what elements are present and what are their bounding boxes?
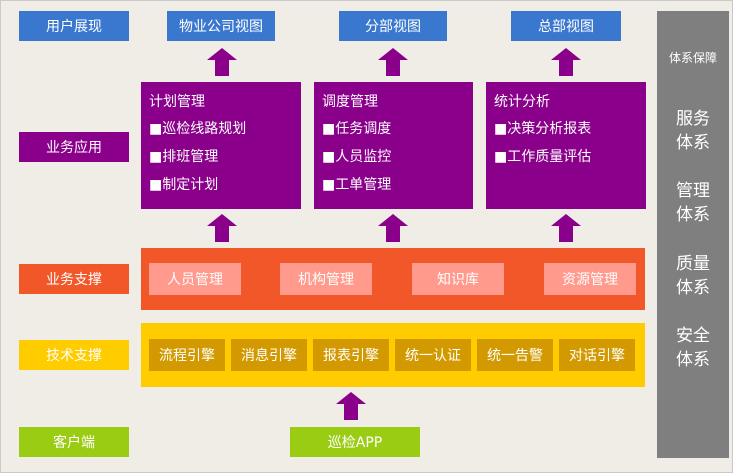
tech-item-dialogue-engine: 对话引擎 <box>559 339 635 371</box>
module-title: 计划管理 <box>149 94 205 110</box>
view-box-branch: 分部视图 <box>339 11 447 41</box>
module-panel-planning: 计划管理 ■巡检线路规划 ■排班管理 ■制定计划 <box>141 82 301 209</box>
guarantee-item-management: 管理 体系 <box>676 181 710 225</box>
module-item: ■排班管理 <box>149 149 219 165</box>
module-panel-statistics: 统计分析 ■决策分析报表 ■工作质量评估 <box>486 82 646 209</box>
layer-label-app: 业务应用 <box>19 132 129 162</box>
guarantee-title: 体系保障 <box>668 51 717 65</box>
module-item: ■人员监控 <box>322 149 392 165</box>
layer-label-tech: 技术支撑 <box>19 340 129 370</box>
support-item-resources: 资源管理 <box>544 263 636 295</box>
guarantee-item-service: 服务 体系 <box>676 109 710 153</box>
module-title: 统计分析 <box>494 94 550 110</box>
guarantee-column: 体系保障 服务 体系 管理 体系 质量 体系 安全 体系 <box>657 11 729 458</box>
module-title: 调度管理 <box>322 94 378 110</box>
support-item-organization: 机构管理 <box>280 263 372 295</box>
module-item: ■工单管理 <box>322 177 392 193</box>
guarantee-item-quality: 质量 体系 <box>676 254 710 298</box>
arrow-up-icon <box>378 214 408 242</box>
layer-label-client: 客户端 <box>19 427 129 457</box>
module-item: ■决策分析报表 <box>494 121 592 137</box>
view-box-property: 物业公司视图 <box>167 11 275 41</box>
tech-item-unified-alarm: 统一告警 <box>477 339 553 371</box>
module-item: ■巡检线路规划 <box>149 121 247 137</box>
tech-item-workflow-engine: 流程引擎 <box>149 339 225 371</box>
module-item: ■工作质量评估 <box>494 149 592 165</box>
module-item: ■制定计划 <box>149 177 219 193</box>
layer-label-support: 业务支撑 <box>19 264 129 294</box>
layer-label-user: 用户展现 <box>19 11 129 41</box>
tech-item-report-engine: 报表引擎 <box>313 339 389 371</box>
arrow-up-icon <box>551 214 581 242</box>
module-panel-dispatch: 调度管理 ■任务调度 ■人员监控 ■工单管理 <box>314 82 473 209</box>
arrow-up-icon <box>551 48 581 76</box>
guarantee-item-security: 安全 体系 <box>676 326 710 370</box>
arrow-up-icon <box>378 48 408 76</box>
support-item-staff: 人员管理 <box>149 263 241 295</box>
client-app-box: 巡检APP <box>290 427 420 457</box>
tech-item-message-engine: 消息引擎 <box>231 339 307 371</box>
arrow-up-icon <box>336 392 366 420</box>
support-item-knowledge: 知识库 <box>412 263 504 295</box>
arrow-up-icon <box>207 214 237 242</box>
tech-item-unified-auth: 统一认证 <box>395 339 471 371</box>
module-item: ■任务调度 <box>322 121 392 137</box>
arrow-up-icon <box>207 48 237 76</box>
view-box-headquarters: 总部视图 <box>511 11 621 41</box>
